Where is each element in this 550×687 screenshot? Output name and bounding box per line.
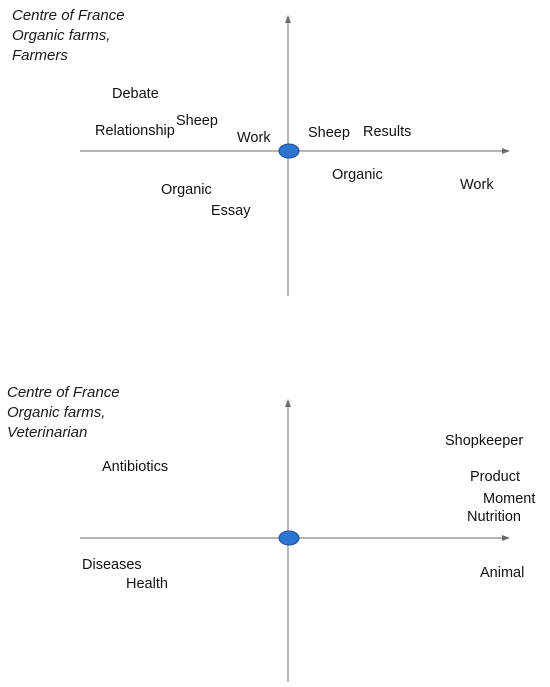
panel-caption: Centre of France Organic farms, Farmers [12,6,125,66]
word-debate: Debate [112,86,159,102]
origin-marker [278,530,300,546]
word-results: Results [363,124,412,140]
word-diseases: Diseases [82,557,142,573]
word-shopkeeper: Shopkeeper [445,433,524,449]
map-panel-veterinarian: Centre of France Organic farms, Veterina… [0,380,550,687]
word-nutrition: Nutrition [467,509,521,525]
caption-line-3: Farmers [12,47,68,64]
word-moment-clip: Moment [483,490,543,508]
caption-line-1: Centre of France [7,384,120,401]
axes-diagram [80,15,510,296]
word-animal: Animal [480,565,525,581]
word-organic-left: Organic [161,182,212,198]
x-axis-arrowhead [502,535,510,541]
word-animal-clip: Animal [480,564,527,582]
word-product: Product [470,469,520,485]
caption-line-1: Centre of France [12,7,125,24]
caption-line-2: Organic farms, [7,404,106,421]
word-sheep-left: Sheep [176,113,218,129]
caption-line-2: Organic farms, [12,27,111,44]
axes-diagram [80,399,510,682]
x-axis-arrowhead [502,148,510,154]
word-organic-right: Organic [332,167,383,183]
word-relationship: Relationship [95,123,175,139]
word-work-left: Work [237,130,271,146]
caption-line-3: Veterinarian [7,424,88,441]
map-panel-farmers: Centre of France Organic farms, Farmers … [0,0,550,340]
word-moment: Moment [483,491,536,507]
word-sheep-right: Sheep [308,125,350,141]
y-axis-arrowhead [285,399,291,407]
word-antibiotics: Antibiotics [102,459,169,475]
y-axis-arrowhead [285,15,291,23]
panel-caption: Centre of France Organic farms, Veterina… [7,383,120,443]
origin-marker [278,143,300,159]
word-work-right: Work [460,177,494,193]
word-essay: Essay [211,203,251,219]
word-health: Health [126,576,168,592]
